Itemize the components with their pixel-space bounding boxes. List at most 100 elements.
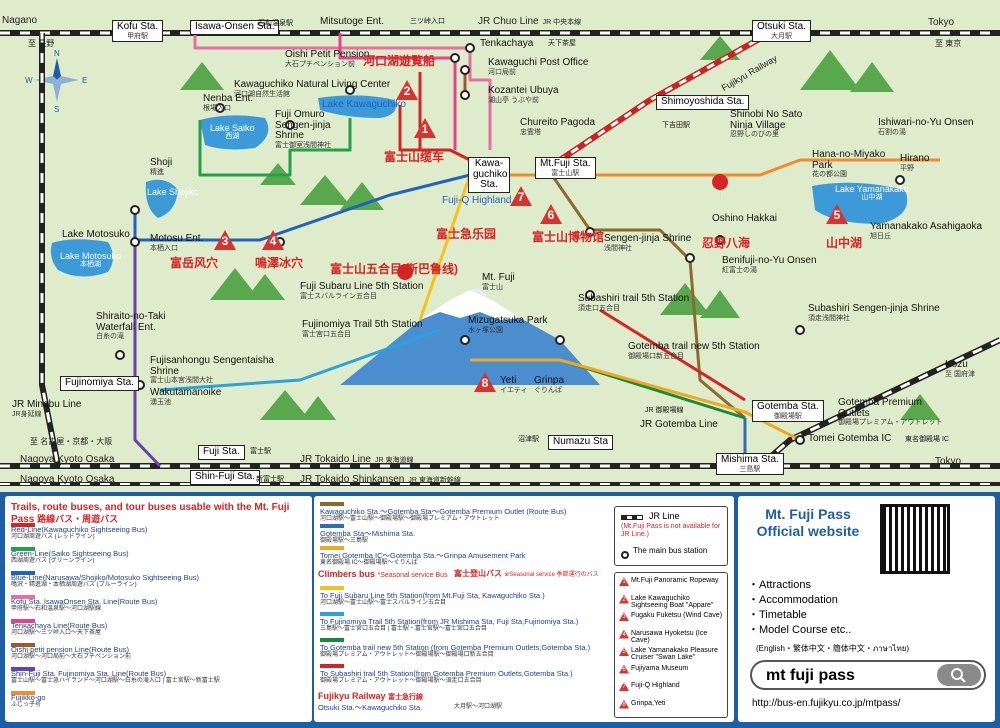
fujinomiya-station[interactable]: Fujinomiya Sta. [60,376,139,391]
search-box[interactable]: mt fuji pass [750,660,986,690]
lake-shojiko [145,179,178,218]
tenkachaya-label: Tenkachaya [480,38,534,49]
attraction-key-badge: 3 [619,612,629,621]
shimoyoshida-station[interactable]: Shimoyoshida Sta. [656,95,750,110]
jr-gotemba-line-label: JR Gotemba Line [640,419,718,430]
gotemba-station[interactable]: Gotemba Sta.御殿場駅 [752,400,824,422]
route-legend-2: Kawaguchiko Sta.～Gotemba Sta～Gotemba Pre… [314,496,734,722]
bus-station-swatch [621,551,629,559]
search-button[interactable] [937,664,981,686]
lake-motosu-label: Lake Motosuko [62,229,130,240]
jr-note: (Mt.Fuji Pass is not available for JR Li… [621,523,721,538]
website-url[interactable]: http://bus-en.fujikyu.co.jp/mtpass/ [752,698,901,709]
legend-swatch [11,691,35,695]
qr-code-icon[interactable] [880,504,950,574]
attraction-key-text: Fugaku Fuketsu (Wind Cave) [631,612,723,619]
fujikyu-railway-title: Fujikyu Railway 富士急行線 [318,691,424,701]
fuji-q-label: Fuji-Q Highland [442,195,512,206]
jr-gotemba-jp-label: JR 御殿場線 [645,407,684,414]
legend-swatch [11,523,35,527]
shin-fuji-station[interactable]: Shin-Fuji Sta. [190,470,261,485]
ropeway-boat-jp-label: 河口湖遊覧船 [363,54,436,68]
legend-item: Oishi petit pension Line(Route Bus)河口湖駅〜… [11,643,132,661]
climbers-swatch [320,612,344,616]
legend2-item: Gotemba Sta～Mishima Sta.御殿場駅〜三島駅 [320,524,415,545]
jr-line-label: JR Line [649,511,680,521]
otsuki-station[interactable]: Otsuki Sta.大月駅 [752,20,811,42]
main-bus-label: The main bus station [633,546,708,555]
numazu-station[interactable]: Numazu Sta [548,435,614,450]
legend-swatch [11,643,35,647]
oshino-cn-label: 忍野八海 [702,236,751,250]
lake-shojiko-label: Lake Shojiko [147,187,199,197]
nenba-label: Nenba Ent.根場入口 [203,93,254,112]
shimoyoshida-jp-label: 下吉田駅 [662,122,690,129]
legend2-swatch [320,502,344,506]
kawaguchiko-station[interactable]: Kawa-guchiko Sta. [468,157,510,193]
lake-kawaguchiko [318,95,396,118]
fugaku-cn-label: 富岳风穴 [170,256,219,270]
attraction-key-badge: 7 [619,682,629,691]
narusawa-cn-label: 鳴澤冰穴 [255,256,304,270]
legend-swatch [11,595,35,599]
climbers-swatch [320,638,344,642]
jr-line-swatch [621,515,643,520]
attraction-key-badge: 2 [619,594,629,604]
fuji-q-cn-label: 富士急乐园 [436,227,497,241]
attraction-key-text: Lake Yamanakako Pleasure Cruiser "Swan L… [631,647,718,662]
climbers-item: To Fujinomiya Trail 5th Station(from JR … [320,612,578,633]
legend-item: Kofu Sta. IsawaOnsen Sta. Line(Route Bus… [11,595,158,613]
museum-cn-label: 富士山博物馆 [532,230,605,244]
legend-swatch [11,547,35,551]
attraction-key-text: Grinpa,Yeti [631,699,666,707]
station5-cn-label: 富士山五合目(斯巴鲁线) [330,262,458,276]
attraction-key-badge: 1 [619,577,629,586]
shiraito-label: Shiraito-no-Taki Waterfall Ent.白糸の滝 [96,311,166,340]
mitsutoge-label: Mitsutoge Ent. [320,16,384,27]
legend-swatch [11,667,35,671]
kofu-station[interactable]: Kofu Sta.甲府駅 [112,20,164,42]
shin-fuji-jp-label: 新富士駅 [256,476,284,483]
website-bullet: ・Accommodation [748,593,838,606]
attraction-key-badge: 8 [619,699,629,709]
legend-item: Tenkachaya Line(Route Bus)河口湖駅〜三ツ峠入口〜天下茶… [11,619,108,637]
legend-swatch [11,571,35,575]
svg-text:N: N [54,49,60,58]
nagano-jp-label: 至 長野 [28,39,55,48]
isawa-onsen-station[interactable]: Isawa-Onsen Sta. [190,20,280,35]
lake-motosuko [50,239,113,277]
fujikyu-railway-item-jp: 大月駅〜河口湖駅 [454,704,503,710]
tenkachaya-jp-label: 天下茶屋 [548,40,576,47]
mt-fuji-station[interactable]: Mt.Fuji Sta.富士山駅 [535,157,596,179]
website-bullet: ・Timetable [748,608,807,621]
search-value[interactable]: mt fuji pass [766,667,855,684]
mishima-station[interactable]: Mishima Sta.三島駅 [716,453,784,475]
climbers-item: To Subashiri trail 5th Station(from Gote… [320,664,573,685]
climbers-jp-title: 富士登山バス ※Seasonal service 季節運行のバス [454,569,599,578]
fuji-station[interactable]: Fuji Sta. [198,445,245,460]
numazu-jp-label: 沼津駅 [518,436,539,443]
